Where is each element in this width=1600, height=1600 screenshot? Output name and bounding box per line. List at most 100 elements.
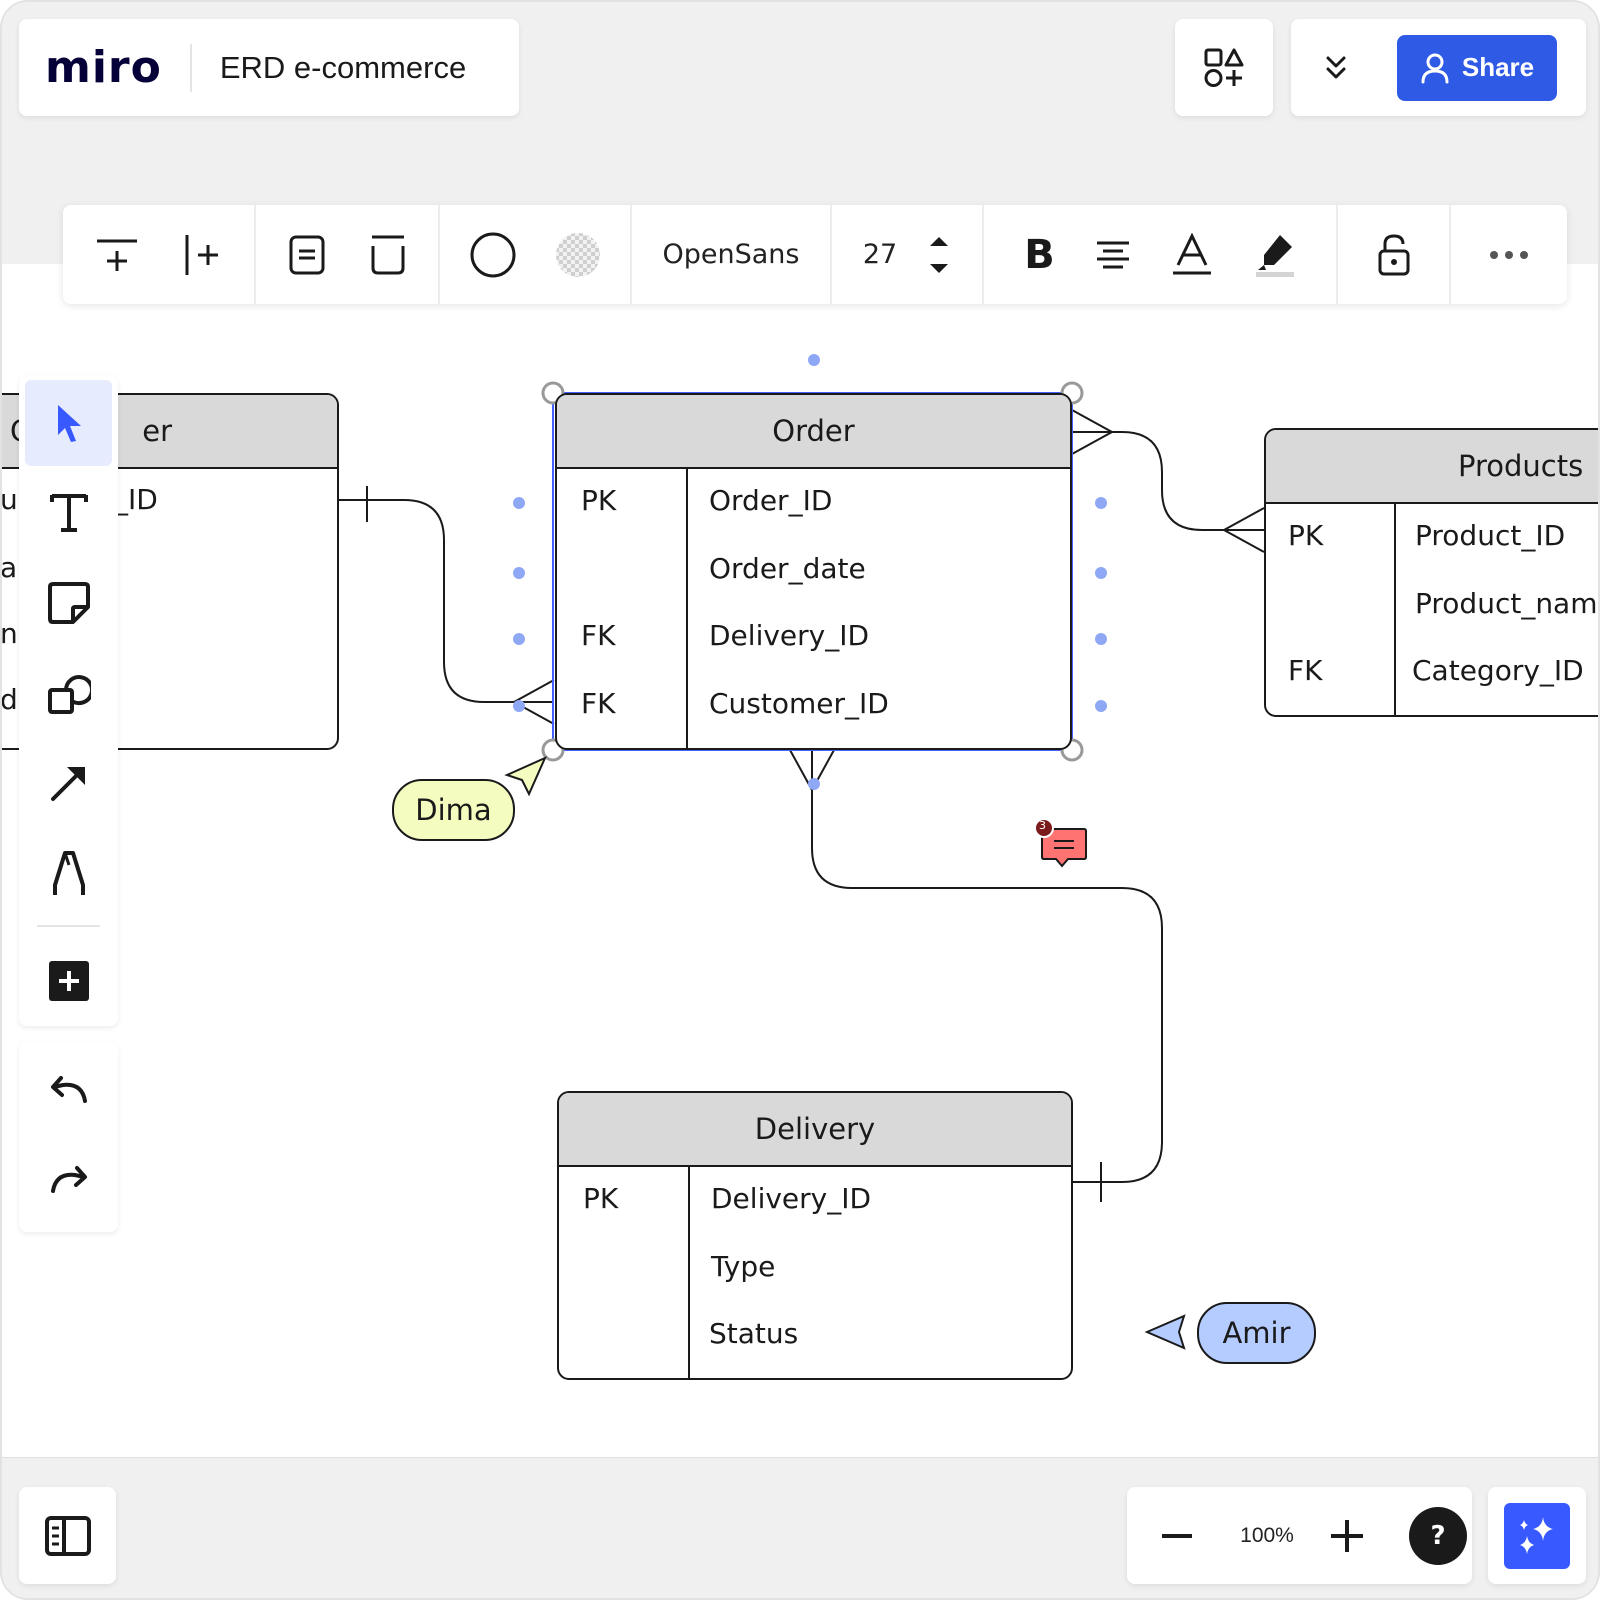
column-divider: [1394, 504, 1396, 715]
undo-icon: [50, 1076, 87, 1103]
connection-line-tool[interactable]: [25, 740, 112, 826]
erd-table-products[interactable]: Products PK Product_ID Product_nam FK Ca…: [1264, 428, 1598, 717]
connection-point: [1095, 633, 1107, 645]
table-title: Order: [772, 414, 855, 448]
connection-point: [513, 633, 525, 645]
text-align-button[interactable]: [1095, 205, 1131, 304]
zoom-in-button[interactable]: [1307, 1518, 1387, 1554]
table-row: a: [2, 547, 17, 587]
table-row: n: [2, 613, 18, 653]
fill-color-button[interactable]: [555, 205, 601, 304]
more-apps-button[interactable]: [25, 938, 112, 1024]
border-style-button[interactable]: [369, 205, 407, 304]
font-size-stepper[interactable]: 27: [832, 205, 984, 304]
add-column-button[interactable]: [182, 205, 222, 304]
share-label: Share: [1461, 52, 1535, 82]
key-cell: PK: [583, 1181, 619, 1215]
connection-point: [1095, 567, 1107, 579]
redo-icon: [50, 1166, 87, 1193]
table-header: Order: [557, 395, 1070, 469]
pen-tool[interactable]: [25, 830, 112, 916]
sidebar-panel-icon: [44, 1515, 91, 1556]
font-family-select[interactable]: OpenSans: [632, 205, 832, 304]
key-cell: FK: [581, 686, 616, 720]
connector-customer-order: [339, 499, 554, 703]
table-body: PK Product_ID Product_nam FK Category_ID: [1266, 504, 1598, 715]
field-cell: Product_ID: [1415, 518, 1566, 552]
left-toolbar: [19, 375, 118, 1026]
align-center-icon: [1097, 241, 1130, 268]
board-title[interactable]: ERD e-commerce: [219, 49, 467, 85]
column-divider: [686, 469, 688, 748]
plus-square-icon: [48, 961, 89, 1001]
circle-outline-icon: [470, 232, 516, 277]
undo-button[interactable]: [25, 1047, 112, 1133]
help-icon: ?: [1430, 1520, 1446, 1551]
card-style-button[interactable]: [288, 205, 326, 304]
table-row: _ID: [114, 479, 158, 519]
add-row-button[interactable]: [95, 205, 139, 304]
share-button[interactable]: Share: [1397, 34, 1557, 101]
text-tool[interactable]: [25, 470, 112, 556]
pen-icon: [52, 851, 85, 895]
rotate-handle[interactable]: [808, 354, 820, 366]
connection-point: [1095, 497, 1107, 509]
minus-icon: [1162, 1533, 1192, 1538]
field-cell: Customer_ID: [709, 686, 889, 720]
connector-order-products: [1072, 431, 1264, 531]
redo-button[interactable]: [25, 1137, 112, 1223]
text-color-icon: [1173, 232, 1212, 274]
shapes-apps-icon: [1204, 48, 1244, 87]
help-button[interactable]: ?: [1409, 1506, 1467, 1565]
collapse-button[interactable]: [1291, 54, 1381, 82]
more-options-button[interactable]: [1451, 205, 1567, 304]
unlock-icon: [1378, 233, 1409, 275]
key-cell: FK: [1288, 653, 1323, 687]
field-cell: Delivery_ID: [711, 1181, 872, 1215]
comment-marker[interactable]: 3: [1032, 817, 1088, 869]
field-cell: Delivery_ID: [709, 618, 870, 652]
comment-count: 3: [1039, 819, 1046, 832]
history-toolbar: [19, 1042, 118, 1232]
table-title: Delivery: [754, 1112, 876, 1146]
text-tool-icon: [49, 494, 88, 532]
miro-logo[interactable]: miro: [45, 42, 162, 93]
shapes-tool[interactable]: [25, 650, 112, 736]
collaborator-label-dima: Dima: [392, 779, 515, 841]
sparkles-icon: [1520, 1516, 1553, 1554]
zoom-out-button[interactable]: [1127, 1533, 1227, 1539]
apps-button[interactable]: [1175, 19, 1273, 116]
field-cell: Order_date: [709, 551, 866, 585]
highlighter-icon: [1255, 234, 1294, 277]
sticky-note-tool[interactable]: [25, 560, 112, 646]
erd-table-delivery[interactable]: Delivery PK Delivery_ID Type Status: [557, 1091, 1073, 1380]
bold-button[interactable]: B: [1024, 205, 1055, 304]
more-dots-icon: [1490, 250, 1528, 259]
context-toolbar: OpenSans 27 B: [63, 205, 1567, 304]
zoom-level[interactable]: 100%: [1240, 1523, 1294, 1547]
erd-table-order[interactable]: Order PK Order_ID Order_date FK Delivery…: [555, 393, 1072, 750]
highlight-button[interactable]: [1254, 205, 1296, 304]
column-divider: [688, 1167, 690, 1378]
field-cell: Status: [709, 1316, 799, 1350]
border-style-icon: [371, 235, 404, 274]
stepper-arrows-icon[interactable]: [927, 233, 951, 277]
connection-point: [513, 497, 525, 509]
table-body: PK Delivery_ID Type Status: [559, 1167, 1071, 1378]
connector-many-marker-delivery: [789, 749, 835, 793]
add-column-icon: [185, 234, 219, 275]
lock-button[interactable]: [1338, 205, 1451, 304]
connection-point: [808, 778, 820, 790]
ai-assistant-button[interactable]: [1488, 1487, 1586, 1584]
key-cell: FK: [581, 618, 616, 652]
key-cell: PK: [581, 483, 617, 517]
select-tool[interactable]: [25, 380, 112, 466]
board-panel-button[interactable]: [19, 1487, 116, 1584]
text-color-button[interactable]: [1171, 205, 1213, 304]
font-family-value: OpenSans: [662, 239, 800, 270]
sticky-note-icon: [47, 582, 90, 624]
collaborator-label-amir: Amir: [1197, 1302, 1316, 1364]
shape-outline-button[interactable]: [469, 205, 517, 304]
bold-icon: B: [1024, 231, 1055, 278]
